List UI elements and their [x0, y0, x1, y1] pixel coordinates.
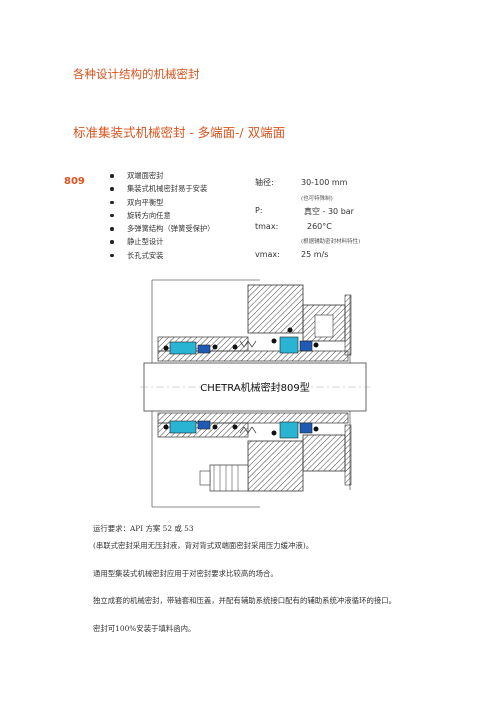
spec-shaft-note: (也可特殊制): [301, 196, 333, 202]
note-api-plan-detail: (串联式密封采用无压封液，背对背式双端面密封采用压力缓冲液)。: [93, 541, 314, 550]
note-operating-requirements: 运行要求：API 方案 52 或 53: [93, 524, 194, 533]
page-title: 各种设计结构的机械密封: [73, 67, 200, 81]
spec-shaft-label: 轴径:: [255, 178, 274, 187]
model-number: 809: [64, 176, 85, 187]
seal-drawing: CHETRA机械密封809型: [140, 279, 370, 508]
spec-pressure-value: 真空 - 30 bar: [304, 207, 354, 216]
feature-list: 双端面密封 集装式机械密封易于安装 双向平衡型 旋转方向任意 多弹簧结构（弹簧受…: [106, 169, 215, 262]
note-cartridge-description: 独立成套的机械密封，带轴套和压盖，并配有辅助系统接口配有的辅助系统冲液循环的接口…: [93, 596, 397, 605]
seal-ring-lower-right: [299, 422, 313, 434]
note-applications: 通用型集装式机械密封应用于对密封要求比较高的场合。: [93, 569, 278, 578]
feature-item: 双向平衡型: [106, 196, 215, 209]
feature-item: 旋转方向任意: [106, 209, 215, 222]
spec-temp-note: (根据辅助密封材料特性): [301, 239, 361, 245]
spec-speed-label: vmax:: [255, 250, 280, 259]
seal-face-lower-right: [279, 421, 299, 439]
spec-pressure-label: P:: [255, 206, 263, 215]
spec-temp-label: tmax:: [255, 222, 279, 231]
seal-face-lower-left: [169, 420, 197, 434]
note-installation: 密封可100%安装于填料函内。: [93, 624, 196, 633]
seal-ring-upper-right: [299, 340, 313, 352]
section-title: 标准集装式机械密封 - 多端面-/ 双端面: [73, 125, 286, 140]
feature-item: 集装式机械密封易于安装: [106, 182, 215, 195]
seal-ring-upper-left: [197, 344, 211, 354]
spec-shaft-value: 30-100 mm: [301, 178, 348, 187]
feature-item: 长孔式安装: [106, 249, 215, 262]
seal-face-upper-left: [169, 341, 197, 355]
spec-temp-value: 260°C: [307, 222, 332, 231]
spec-speed-value: 25 m/s: [301, 250, 329, 259]
feature-item: 静止型设计: [106, 235, 215, 248]
feature-item: 双端面密封: [106, 169, 215, 182]
drawing-caption: CHETRA机械密封809型: [200, 381, 309, 394]
seal-face-upper-right: [279, 336, 299, 354]
feature-item: 多弹簧结构（弹簧受保护）: [106, 222, 215, 235]
seal-ring-lower-left: [197, 420, 211, 430]
